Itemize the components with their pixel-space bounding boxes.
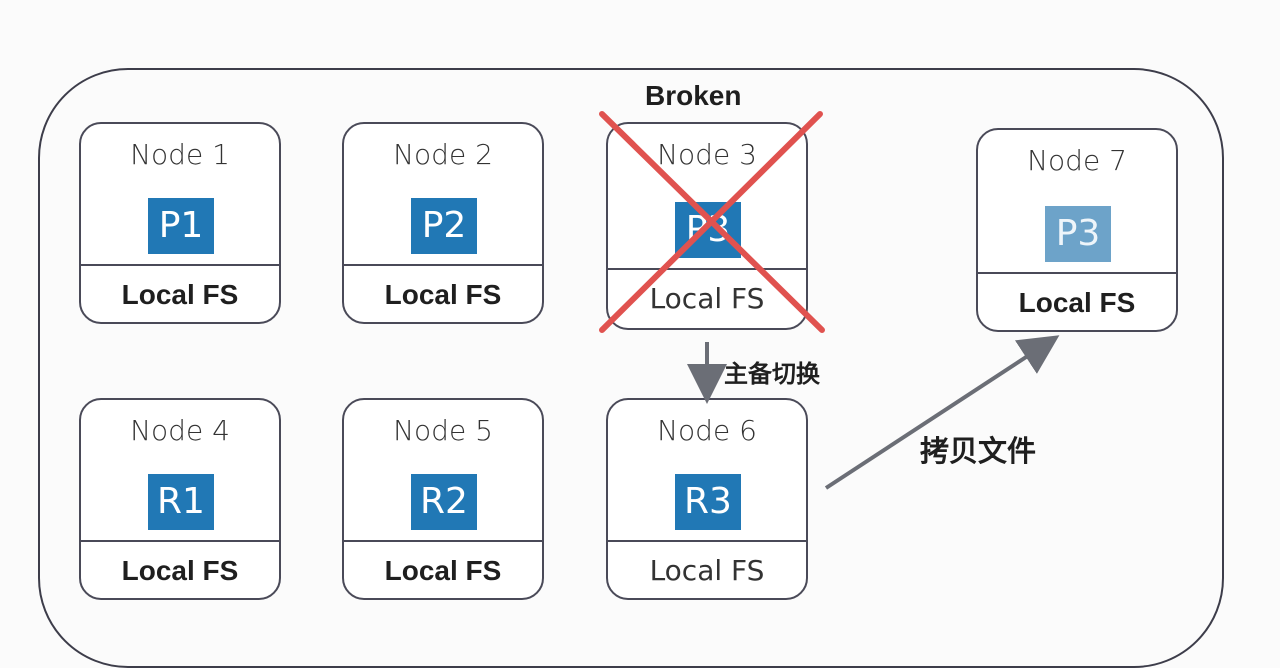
local-fs-label: Local FS bbox=[344, 264, 542, 322]
replica-chip: R2 bbox=[411, 474, 477, 530]
node-title: Node 1 bbox=[130, 138, 230, 171]
partition-chip: P3 bbox=[675, 202, 741, 258]
node-5: Node 5 R2 Local FS bbox=[342, 398, 544, 600]
broken-label: Broken bbox=[645, 80, 742, 111]
node-2: Node 2 P2 Local FS bbox=[342, 122, 544, 324]
replica-chip: R1 bbox=[148, 474, 214, 530]
copy-files-label: 拷贝文件 bbox=[920, 434, 1037, 468]
failover-label: 主备切换 bbox=[724, 360, 820, 388]
local-fs-label: Local FS bbox=[344, 540, 542, 598]
local-fs-label: Local FS bbox=[978, 272, 1176, 330]
node-6: Node 6 R3 Local FS bbox=[606, 398, 808, 600]
node-title: Node 3 bbox=[657, 138, 757, 171]
node-1: Node 1 P1 Local FS bbox=[79, 122, 281, 324]
node-title: Node 2 bbox=[393, 138, 493, 171]
local-fs-label: Local FS bbox=[81, 540, 279, 598]
partition-chip: P2 bbox=[411, 198, 477, 254]
partition-chip: P1 bbox=[148, 198, 214, 254]
local-fs-label: Local FS bbox=[608, 540, 806, 598]
node-3: Node 3 P3 Local FS bbox=[606, 122, 808, 330]
node-4: Node 4 R1 Local FS bbox=[79, 398, 281, 600]
local-fs-label: Local FS bbox=[81, 264, 279, 322]
node-title: Node 6 bbox=[657, 414, 757, 447]
local-fs-label: Local FS bbox=[608, 268, 806, 328]
replica-chip: R3 bbox=[675, 474, 741, 530]
node-7: Node 7 P3 Local FS bbox=[976, 128, 1178, 332]
node-title: Node 4 bbox=[130, 414, 230, 447]
partition-chip: P3 bbox=[1045, 206, 1111, 262]
node-title: Node 5 bbox=[393, 414, 493, 447]
node-title: Node 7 bbox=[1027, 144, 1127, 177]
